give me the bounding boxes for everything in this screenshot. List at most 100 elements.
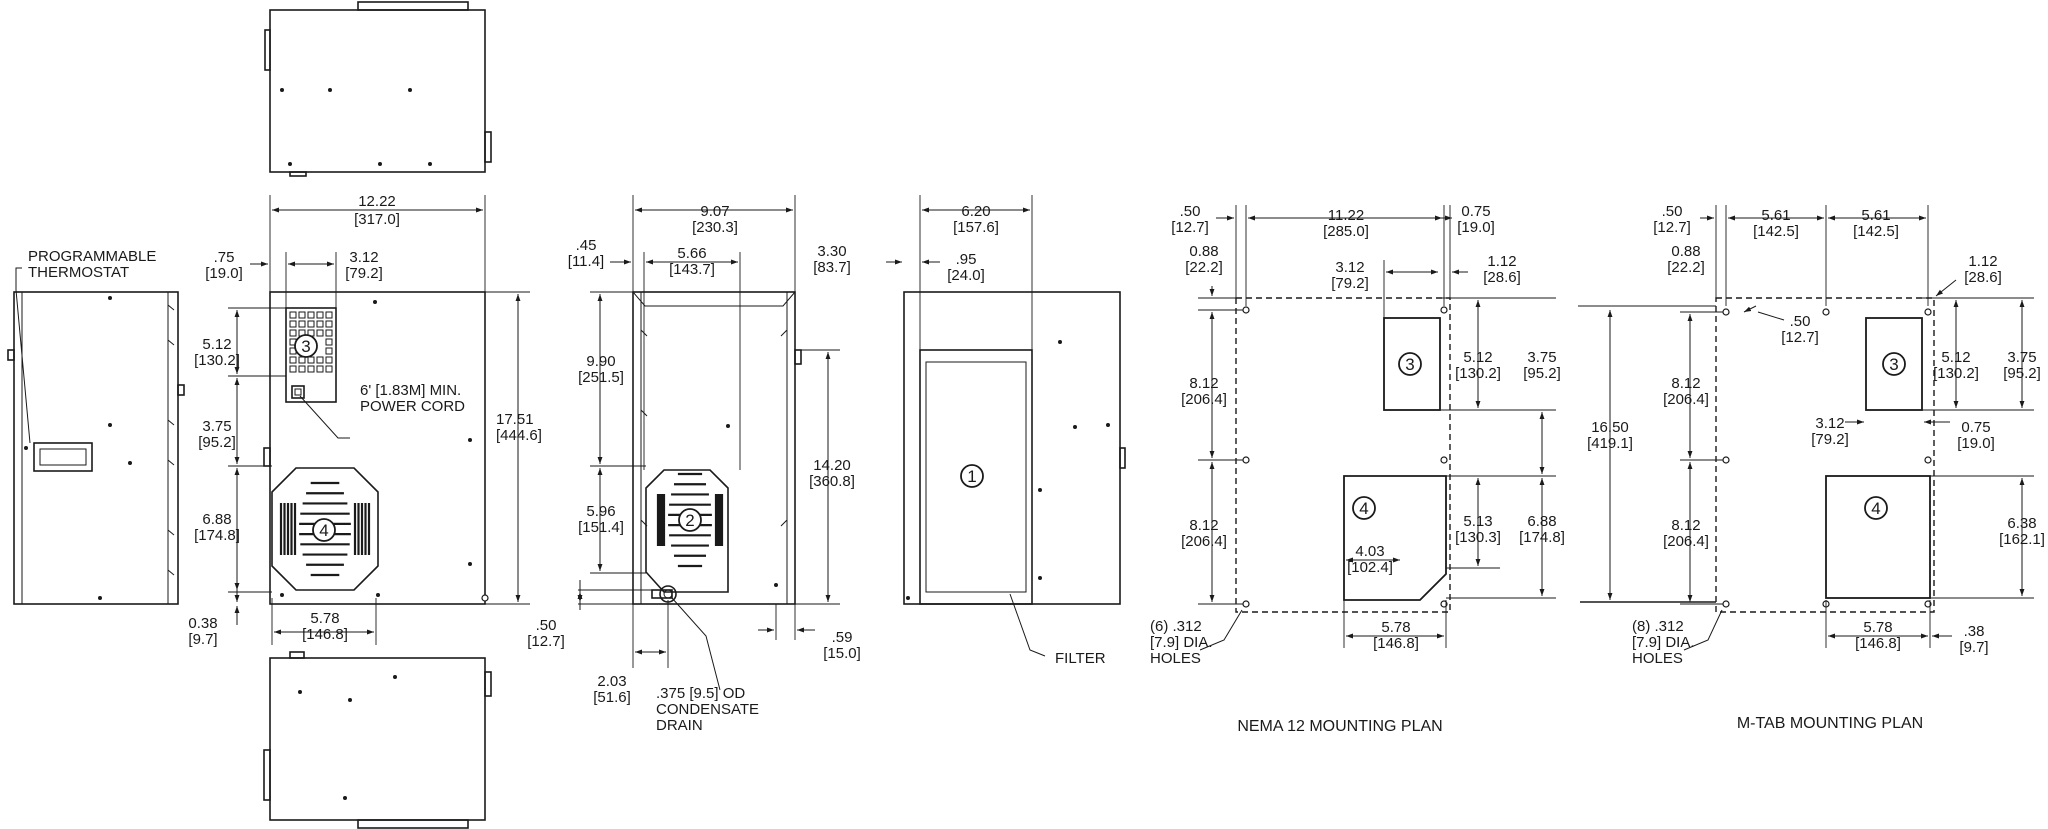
dim-nema-item3-height: 5.12 [1463,349,1492,366]
dim-item4-height: 6.88 [202,511,231,528]
grille-cell [316,365,324,373]
grille-cell [316,311,324,319]
dim-rear-width-mm: [157.6] [953,219,999,236]
grille-cell [316,356,324,364]
dim-item3-height-mm: [130.2] [194,352,240,369]
grille-cell [289,329,297,337]
dim-mtab-right3-mm: [19.0] [1957,435,1995,452]
dim-mtab-right: 1.12 [1968,253,1997,270]
grille-cell [298,356,306,364]
dim-thermostat-offset: .75 [214,249,235,266]
dim-thermostat-width: 3.12 [349,249,378,266]
dim-nema-item3-width: 3.12 [1335,259,1364,276]
label-filter: FILTER [1055,650,1106,667]
label-thermostat-1: PROGRAMMABLE [28,248,156,265]
label-nema-holes-2: [7.9] DIA. [1150,634,1213,651]
left-side-view [7,291,185,605]
dim-rear-offset-mm: [24.0] [947,267,985,284]
dim-mtab-right3: 0.75 [1961,419,1990,436]
balloon-3-front: 3 [301,337,310,356]
grille-cell [316,329,324,337]
nema-cutout-4 [1343,475,1447,601]
dim-mtab-left2-mm: [22.2] [1667,259,1705,276]
dim-overall-height-mm: [444.6] [496,427,542,444]
bottom-view [263,651,492,829]
dim-nema-item4-total: 6.88 [1527,513,1556,530]
dim-nema-right2-mm: [28.6] [1483,269,1521,286]
dim-side-depth: 3.30 [817,243,846,260]
dim-side-upper: 9.90 [586,353,615,370]
balloon-4-nema: 4 [1359,499,1368,518]
grille-cell [325,311,333,319]
callout-labels: PROGRAMMABLE THERMOSTAT 6' [1.83M] MIN. … [28,248,1923,735]
dim-side-lower: 5.96 [586,503,615,520]
dim-nema-left-mm: [12.7] [1171,219,1209,236]
balloon-2-side: 2 [685,511,694,530]
dim-nema-item4-width: 5.78 [1381,619,1410,636]
dim-nema-item3-height-mm: [130.2] [1455,365,1501,382]
grille-cell [289,365,297,373]
dim-mtab-item4-width: 5.78 [1863,619,1892,636]
dim-item3-gap: 3.75 [202,418,231,435]
grille-cell [298,311,306,319]
dim-bottom-offset-mm: [9.7] [188,631,217,648]
dim-mtab-item4-width-mm: [146.8] [1855,635,1901,652]
balloon-3-mtab: 3 [1889,355,1898,374]
front-view [263,291,489,605]
dimension-lines [228,195,2034,668]
dim-overall-width: 12.22 [358,193,396,210]
dim-side-width-mm: [230.3] [692,219,738,236]
label-cord-2: POWER CORD [360,398,465,415]
dim-overall-width-mm: [317.0] [354,211,400,228]
dim-mtab-height-mm: [419.1] [1587,435,1633,452]
dim-mtab-lower-mm: [206.4] [1663,533,1709,550]
dim-nema-item4-total-mm: [174.8] [1519,529,1565,546]
dim-nema-gap-mm: [95.2] [1523,365,1561,382]
dim-nema-item4-height: 5.13 [1463,513,1492,530]
grille-cell [307,311,315,319]
dim-side-height-mm: [360.8] [809,473,855,490]
dim-mtab-half1-mm: [142.5] [1753,223,1799,240]
balloon-4-front: 4 [319,521,328,540]
grille-cell [325,320,333,328]
dim-nema-left2: 0.88 [1189,243,1218,260]
dim-nema-item3-width-mm: [79.2] [1331,275,1369,292]
dim-mtab-lower: 8.12 [1671,517,1700,534]
dim-nema-left2-mm: [22.2] [1185,259,1223,276]
grille-cell [325,329,333,337]
dim-nema-notch-mm: [102.4] [1347,559,1393,576]
m-tab-mounting-plan [1580,297,1935,613]
grille-cell [307,365,315,373]
dim-thermostat-offset-mm: [19.0] [205,265,243,282]
balloon-3-nema: 3 [1405,355,1414,374]
dim-nema-right: 0.75 [1461,203,1490,220]
label-drain-3: DRAIN [656,717,703,734]
dim-side-bottom-mm: [12.7] [527,633,565,650]
grille-cell [289,356,297,364]
mtab-cutout-4 [1825,475,1931,599]
dim-side-upper-mm: [251.5] [578,369,624,386]
dimension-text: 12.22 [317.0] .75 [19.0] 3.12 [79.2] 5.1… [188,193,2045,706]
dim-mtab-half1: 5.61 [1761,207,1790,224]
dim-nema-notch: 4.03 [1355,543,1384,560]
grille-cell [316,320,324,328]
dim-nema-item4-height-mm: [130.3] [1455,529,1501,546]
grille-cell [325,356,333,364]
dim-mtab-left2: 0.88 [1671,243,1700,260]
dim-nema-right-mm: [19.0] [1457,219,1495,236]
top-view [264,1,492,177]
dim-mtab-item4-height: 6.38 [2007,515,2036,532]
right-side-view [632,291,802,605]
dim-mtab-inner: .50 [1790,313,1811,330]
dim-side-foot: .59 [832,629,853,646]
dim-mtab-gap: 3.75 [2007,349,2036,366]
dim-nema-lower-mm: [206.4] [1181,533,1227,550]
mtab-cutout-3 [1865,317,1923,411]
dim-mtab-right-mm: [28.6] [1964,269,2002,286]
caption-m-tab: M-TAB MOUNTING PLAN [1737,715,1923,732]
grille-cell [325,347,333,355]
label-mtab-holes-3: HOLES [1632,650,1683,667]
dim-side-top-offset-mm: [11.4] [568,253,604,270]
filter-mesh [925,361,1027,593]
